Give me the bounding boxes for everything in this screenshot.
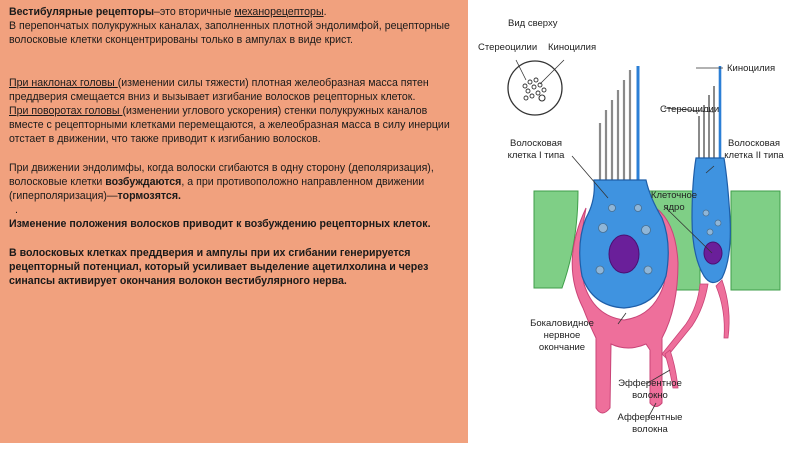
cell2-vesicles bbox=[702, 209, 722, 236]
paragraph-potential: В волосковых клетках преддверия и ампулы… bbox=[9, 246, 429, 288]
hair-cell-diagram: Вид сверху Стереоцилии Киноцилия Киноцил… bbox=[478, 8, 800, 450]
label-ending-line1: Бокаловидное bbox=[530, 318, 594, 329]
label-cell2-line1: Волосковая bbox=[728, 138, 780, 149]
top-view-circle bbox=[507, 60, 563, 116]
paragraph-canals: В перепончатых полукружных каналах, запо… bbox=[9, 20, 450, 47]
paragraph-endolymph: При движении эндолимфы, когда волоски сг… bbox=[9, 161, 460, 204]
label-efferent-line1: Эфферентное bbox=[618, 378, 682, 389]
cell1-nucleus bbox=[608, 234, 640, 274]
label-top-view-stereocilia: Стереоцилии bbox=[478, 42, 537, 53]
word-inhibited: тормозятся. bbox=[117, 190, 181, 203]
cell1-vesicles bbox=[595, 204, 653, 275]
paragraph-head-tilt: При наклонах головы (изменении силы тяже… bbox=[9, 76, 460, 104]
term-vestibular-receptors: Вестибулярные рецепторы bbox=[9, 6, 155, 18]
label-ending-line3: окончание bbox=[539, 342, 585, 353]
label-nucleus-line2: ядро bbox=[663, 202, 684, 213]
efferent-fiber bbox=[664, 349, 679, 389]
top-view-stereocilia-dots bbox=[522, 77, 547, 101]
heading-head-tilt: При наклонах головы bbox=[9, 76, 118, 89]
support-cell-left bbox=[533, 190, 579, 289]
link-mechanoreceptors[interactable]: механорецепторы bbox=[234, 6, 324, 18]
head-tilt-text: (изменении силы тяжести) плотная желеобр… bbox=[9, 76, 429, 103]
heading-head-turn: При поворотах головы bbox=[9, 105, 123, 118]
paragraph-head-turn: При поворотах головы (изменении углового… bbox=[9, 104, 460, 147]
support-cell-right bbox=[730, 190, 781, 291]
calyceal-nerve-ending bbox=[571, 206, 679, 414]
head-turn-text: (изменении углового ускорения) стенки по… bbox=[9, 105, 450, 146]
label-efferent-line2: волокно bbox=[632, 390, 668, 401]
label-afferent-line2: волокна bbox=[632, 424, 668, 435]
label-stereocilia: Стереоцилии bbox=[660, 104, 719, 115]
dot-marker: . bbox=[15, 204, 18, 217]
label-nucleus-line1: Клеточное bbox=[651, 190, 697, 201]
label-ending-line2: нервное bbox=[544, 330, 581, 341]
endolymph-text-c: , а при противоположно направленном движ… bbox=[9, 175, 425, 203]
cell2-nucleus bbox=[703, 241, 723, 265]
cell2-stereocilia bbox=[698, 86, 715, 158]
cell1-stereocilia bbox=[598, 70, 632, 180]
top-view-kinocilium bbox=[538, 94, 546, 102]
label-cell1-line1: Волосковая bbox=[510, 138, 562, 149]
word-excited: возбуждаются bbox=[105, 175, 182, 188]
paragraph-change: Изменение положения волосков приводит к … bbox=[9, 218, 431, 231]
period: . bbox=[323, 6, 327, 18]
endolymph-text-a: При движении эндолимфы, когда волоски сг… bbox=[9, 161, 434, 188]
hair-cell-svg: Вид сверху Стереоцилии Киноцилия Киноцил… bbox=[478, 18, 784, 435]
cell2-afferent-fiber bbox=[661, 283, 709, 359]
label-cell2-line2: клетка II типа bbox=[724, 150, 784, 161]
text-panel: Вестибулярные рецепторы–это вторичные ме… bbox=[0, 0, 468, 443]
label-top-view-kinocilium: Киноцилия bbox=[548, 42, 596, 53]
label-top-view: Вид сверху bbox=[508, 18, 558, 29]
paragraph-definition: Вестибулярные рецепторы–это вторичные ме… bbox=[9, 5, 460, 19]
definition-text: –это вторичные bbox=[154, 6, 235, 18]
label-cell1-line2: клетка I типа bbox=[508, 150, 565, 161]
label-kinocilia: Киноцилия bbox=[727, 63, 775, 74]
leader-lines bbox=[571, 67, 723, 419]
cell2-efferent-fiber bbox=[715, 279, 730, 339]
label-afferent-line1: Афферентные bbox=[618, 412, 683, 423]
